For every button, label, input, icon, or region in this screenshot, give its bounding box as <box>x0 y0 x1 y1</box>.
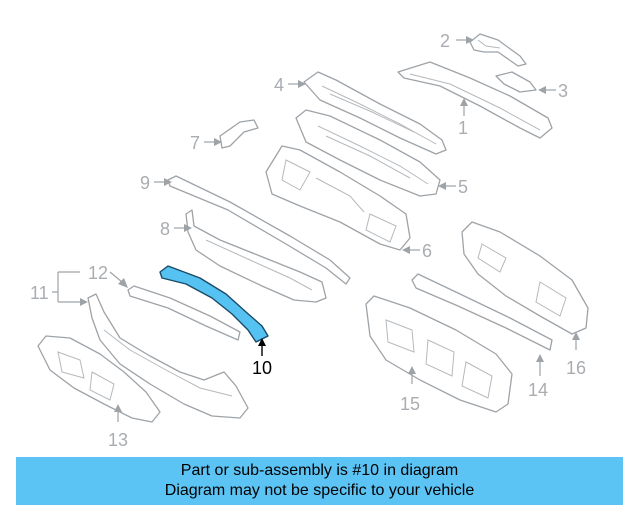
part-11 <box>87 293 249 419</box>
parts-diagram: 1 2 3 4 5 6 7 8 9 10 <box>30 31 589 450</box>
part-15 <box>365 295 513 413</box>
part-7 <box>219 119 259 149</box>
svg-text:7: 7 <box>190 133 200 153</box>
part-6 <box>265 145 411 251</box>
banner-line-2: Diagram may not be specific to your vehi… <box>164 482 475 499</box>
callout-14: 14 <box>528 354 548 400</box>
banner-line-1: Part or sub-assembly is #10 in diagram <box>180 462 459 479</box>
callout-12: 12 <box>88 263 128 288</box>
svg-text:5: 5 <box>458 177 468 197</box>
part-12 <box>127 285 241 341</box>
part-2 <box>469 33 527 67</box>
part-5 <box>295 109 441 197</box>
info-banner: Part or sub-assembly is #10 in diagram D… <box>16 457 623 505</box>
svg-text:2: 2 <box>440 31 450 51</box>
callout-2: 2 <box>440 31 474 51</box>
callout-5: 5 <box>438 177 468 197</box>
callout-1: 1 <box>458 98 468 138</box>
callout-11: 11 <box>30 271 88 306</box>
svg-text:9: 9 <box>140 173 150 193</box>
part-8 <box>185 209 327 303</box>
svg-text:8: 8 <box>160 219 170 239</box>
part-9 <box>167 175 351 285</box>
svg-text:10: 10 <box>252 358 272 378</box>
part-1 <box>397 61 553 139</box>
part-14 <box>411 273 553 351</box>
svg-text:4: 4 <box>274 75 284 95</box>
callout-15: 15 <box>400 366 420 414</box>
callout-10: 10 <box>252 338 272 378</box>
svg-text:15: 15 <box>400 394 420 414</box>
svg-text:14: 14 <box>528 380 548 400</box>
callout-8: 8 <box>160 219 192 239</box>
svg-text:16: 16 <box>566 358 586 378</box>
part-16 <box>461 221 589 335</box>
part-4 <box>303 71 447 155</box>
svg-text:13: 13 <box>108 430 128 450</box>
callout-3: 3 <box>538 81 568 101</box>
callout-6: 6 <box>402 241 432 261</box>
svg-text:6: 6 <box>422 241 432 261</box>
part-3 <box>495 71 537 93</box>
callout-13: 13 <box>108 404 128 450</box>
callout-4: 4 <box>274 75 306 95</box>
svg-text:1: 1 <box>458 118 468 138</box>
svg-text:12: 12 <box>88 263 108 283</box>
svg-text:11: 11 <box>30 283 49 303</box>
part-13 <box>37 335 161 423</box>
callout-7: 7 <box>190 133 222 153</box>
callout-9: 9 <box>140 173 172 193</box>
callout-16: 16 <box>566 332 586 378</box>
svg-text:3: 3 <box>558 81 568 101</box>
